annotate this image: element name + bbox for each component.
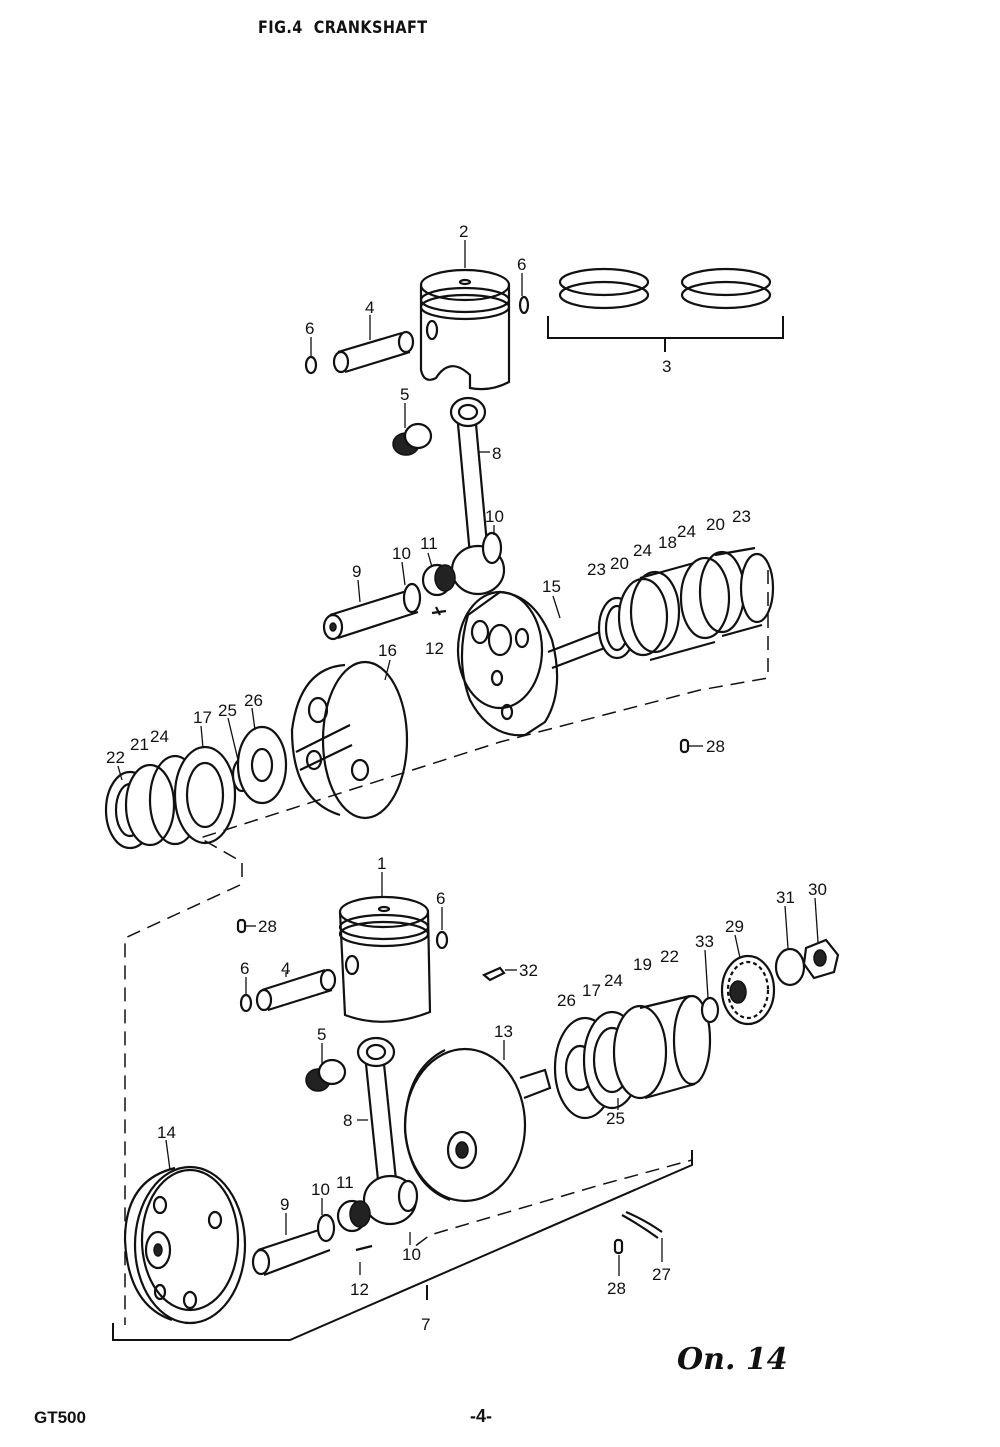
piston-rings <box>547 267 784 352</box>
piston-pin-lower <box>255 968 337 1012</box>
callout-6: 6 <box>305 319 314 338</box>
callout-6: 6 <box>436 889 445 908</box>
woodruff-key <box>481 966 506 982</box>
callout-15: 15 <box>542 577 561 596</box>
callout-33: 33 <box>695 932 714 951</box>
callout-6: 6 <box>240 959 249 978</box>
left-bearings-upper <box>104 725 288 850</box>
callout-10: 10 <box>402 1245 421 1264</box>
callout-3: 3 <box>662 357 671 376</box>
callout-9: 9 <box>352 562 361 581</box>
crank-web-15 <box>456 590 611 737</box>
alignment-line-upper <box>198 570 769 885</box>
crank-web-16 <box>290 660 409 820</box>
callout-10: 10 <box>485 507 504 526</box>
callout-12: 12 <box>425 639 444 658</box>
model-label: GT500 <box>34 1408 86 1427</box>
callout-24: 24 <box>677 522 696 541</box>
callout-6: 6 <box>517 255 526 274</box>
callout-11: 11 <box>420 534 438 553</box>
callout-23: 23 <box>732 507 751 526</box>
callout-32: 32 <box>519 961 538 980</box>
callout-30: 30 <box>808 880 827 899</box>
primary-gear <box>720 954 776 1026</box>
leader-lines <box>117 240 819 1276</box>
callout-8: 8 <box>492 444 501 463</box>
piston-upper <box>419 268 511 391</box>
callout-17: 17 <box>193 708 212 727</box>
small-end-bearing-lower <box>305 1058 347 1092</box>
callout-5: 5 <box>317 1025 326 1044</box>
callout-25: 25 <box>218 701 237 720</box>
callout-7: 7 <box>421 1315 430 1334</box>
callout-24: 24 <box>604 971 623 990</box>
callout-28: 28 <box>258 917 277 936</box>
callout-9: 9 <box>280 1195 289 1214</box>
callout-11: 11 <box>336 1173 354 1192</box>
callout-29: 29 <box>725 917 744 936</box>
dowel-pin-upper <box>236 738 703 934</box>
callout-20: 20 <box>610 554 629 573</box>
callout-10: 10 <box>392 544 411 563</box>
thrust-half-ring <box>621 1210 663 1239</box>
callout-19: 19 <box>633 955 652 974</box>
crank-pin-lower <box>251 1179 419 1277</box>
callout-20: 20 <box>706 515 725 534</box>
right-bearings-upper <box>597 546 775 662</box>
callout-22: 22 <box>106 748 125 767</box>
circlip-lower-left <box>239 993 253 1013</box>
callout-17: 17 <box>582 981 601 1000</box>
callout-24: 24 <box>633 541 652 560</box>
callout-26: 26 <box>244 691 263 710</box>
crankshaft-assembly-bracket <box>112 1150 693 1341</box>
callout-12: 12 <box>350 1280 369 1299</box>
callout-31: 31 <box>776 888 795 907</box>
callout-4: 4 <box>365 298 374 317</box>
circlip-upper-right <box>518 295 530 315</box>
callout-4: 4 <box>281 959 290 978</box>
nut-30 <box>802 938 840 980</box>
callout-27: 27 <box>652 1265 671 1284</box>
callout-26: 26 <box>557 991 576 1010</box>
figure-title: FIG.4 CRANKSHAFT <box>258 18 428 38</box>
callout-5: 5 <box>400 385 409 404</box>
crank-web-13 <box>403 1047 552 1203</box>
callout-28: 28 <box>607 1279 626 1298</box>
callout-13: 13 <box>494 1022 513 1041</box>
crank-pin-upper <box>322 531 503 641</box>
callout-24: 24 <box>150 727 169 746</box>
piston-pin-upper <box>332 330 415 374</box>
circlip-lower-right <box>435 930 449 950</box>
callout-16: 16 <box>378 641 397 660</box>
callout-8: 8 <box>343 1111 352 1130</box>
connecting-rod-upper <box>449 396 506 596</box>
right-bearings-lower <box>553 994 720 1120</box>
piston-lower <box>338 895 432 1023</box>
callout-23: 23 <box>587 560 606 579</box>
small-end-bearing-upper <box>392 422 433 456</box>
crank-web-14 <box>123 1165 247 1325</box>
dowel-pin-lower <box>613 1238 624 1255</box>
page-number: -4- <box>470 1406 492 1426</box>
callout-28: 28 <box>706 737 725 756</box>
callout-22: 22 <box>660 947 679 966</box>
callout-14: 14 <box>157 1123 176 1142</box>
callout-18: 18 <box>658 533 677 552</box>
washer-31 <box>774 947 806 987</box>
circlip-upper-left <box>304 355 318 375</box>
callout-25: 25 <box>606 1109 625 1128</box>
callout-2: 2 <box>459 222 468 241</box>
callout-21: 21 <box>130 735 149 754</box>
callout-labels: 2 6 4 6 3 5 8 10 10 11 9 12 15 23 20 24 … <box>106 222 827 1334</box>
callout-10: 10 <box>311 1180 330 1199</box>
callout-1: 1 <box>377 854 386 873</box>
handwritten-note: On. 14 <box>677 1342 788 1377</box>
